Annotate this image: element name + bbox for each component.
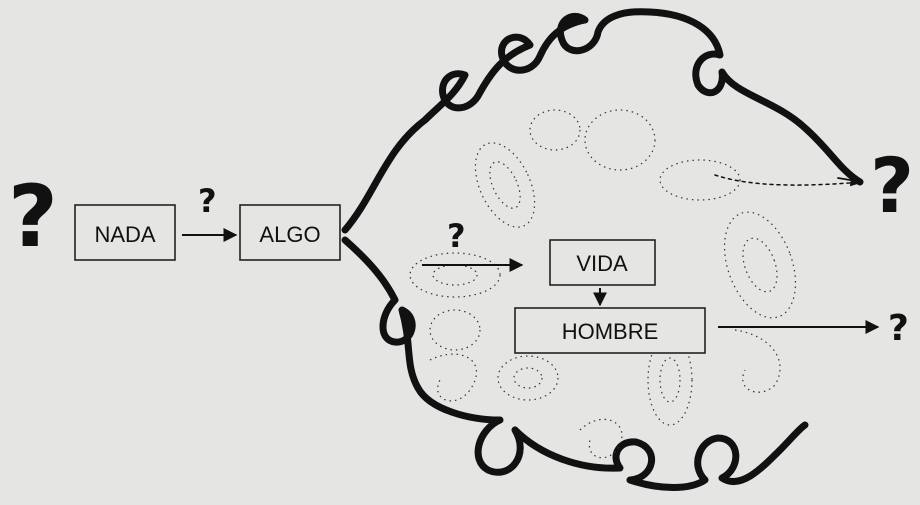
nebula-2-core bbox=[432, 264, 478, 286]
node-nada: NADA bbox=[74, 204, 176, 261]
nebula-5 bbox=[497, 355, 559, 401]
cosmos-lower-coils bbox=[341, 236, 809, 491]
nebula-swirl-1 bbox=[429, 353, 477, 402]
nebula-3 bbox=[723, 211, 797, 319]
nebula-1 bbox=[474, 142, 536, 228]
nebula-6 bbox=[584, 109, 656, 171]
top-outflow-dashed bbox=[714, 174, 863, 186]
bottom-outflow-question-mark: ? bbox=[888, 308, 909, 349]
top-outflow-question-mark: ? bbox=[870, 141, 914, 230]
inflow-question-mark: ? bbox=[447, 217, 466, 255]
nebula-4-core bbox=[659, 357, 681, 403]
cosmos-cloud-outline bbox=[341, 8, 864, 491]
node-hombre-label: HOMBRE bbox=[562, 319, 659, 344]
nebula-3-core bbox=[742, 237, 778, 293]
node-algo-label: ALGO bbox=[259, 222, 320, 247]
nebula-5-core bbox=[513, 367, 543, 389]
cosmos-upper-coils bbox=[341, 8, 864, 234]
node-hombre: HOMBRE bbox=[514, 307, 706, 354]
nebula-9 bbox=[429, 309, 481, 351]
node-nada-label: NADA bbox=[94, 222, 155, 247]
nebula-7 bbox=[529, 109, 581, 151]
node-vida: VIDA bbox=[549, 239, 656, 286]
nebula-swirl-2 bbox=[734, 329, 781, 393]
node-algo: ALGO bbox=[239, 204, 341, 261]
node-vida-label: VIDA bbox=[576, 251, 628, 276]
nebula-1-core bbox=[489, 161, 521, 209]
nebula-8 bbox=[659, 159, 741, 201]
start-question-mark: ? bbox=[8, 167, 58, 267]
nebula-dots bbox=[409, 109, 797, 459]
nebula-swirl-3 bbox=[579, 418, 623, 459]
nebula-4 bbox=[647, 334, 693, 426]
top-outflow-arrow bbox=[837, 173, 864, 187]
nada-algo-question-mark: ? bbox=[198, 182, 217, 220]
nebula-2 bbox=[409, 252, 501, 298]
